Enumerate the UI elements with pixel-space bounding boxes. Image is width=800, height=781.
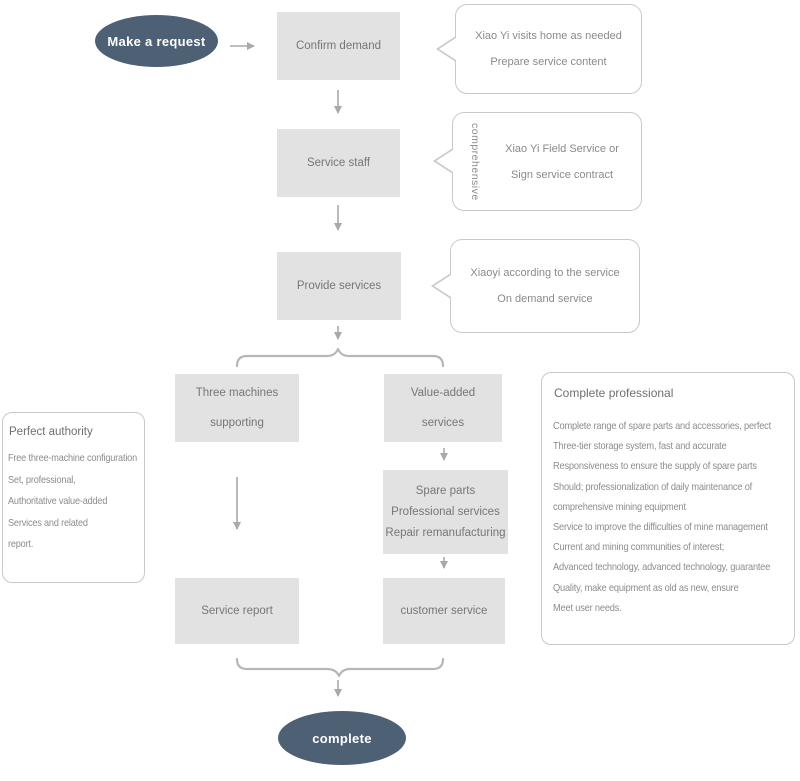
callout-provide-services: Xiaoyi according to the service On deman… bbox=[431, 239, 640, 333]
panel-line: Service to improve the difficulties of m… bbox=[553, 521, 768, 534]
panel-title: Complete professional bbox=[554, 386, 674, 400]
panel-line: Responsiveness to ensure the supply of s… bbox=[553, 460, 757, 473]
node-label: services bbox=[421, 417, 465, 429]
node-label: Service staff bbox=[306, 157, 371, 169]
node-label: customer service bbox=[400, 605, 488, 617]
split-brace bbox=[235, 347, 445, 368]
callout-line: Xiaoyi according to the service bbox=[470, 267, 620, 279]
node-customer-service: customer service bbox=[383, 578, 505, 644]
panel-line: Meet user needs. bbox=[553, 601, 622, 614]
node-label: Confirm demand bbox=[295, 40, 381, 52]
node-label: supporting bbox=[210, 417, 264, 429]
panel-line: Current and mining communities of intere… bbox=[553, 541, 725, 554]
node-service-report: Service report bbox=[175, 578, 299, 644]
vertical-side-label: comprehensive bbox=[469, 122, 481, 201]
panel-line: report. bbox=[8, 538, 34, 550]
node-service-staff: Service staff bbox=[277, 129, 400, 197]
callout-confirm-demand: Xiao Yi visits home as needed Prepare se… bbox=[436, 4, 642, 94]
callout-line: Xiao Yi visits home as needed bbox=[475, 30, 622, 42]
callout-tail-icon bbox=[436, 148, 456, 174]
node-label: Repair remanufacturing bbox=[385, 526, 506, 539]
callout-line: On demand service bbox=[497, 293, 593, 305]
callout-line: Xiao Yi Field Service or bbox=[505, 142, 619, 155]
node-spare-parts: Spare parts Professional services Repair… bbox=[383, 470, 508, 554]
start-terminal: Make a request bbox=[95, 15, 218, 67]
node-provide-services: Provide services bbox=[277, 252, 401, 320]
node-confirm-demand: Confirm demand bbox=[277, 12, 400, 80]
end-terminal: complete bbox=[278, 711, 406, 765]
start-terminal-label: Make a request bbox=[107, 33, 206, 49]
node-value-added-services: Value-added services bbox=[384, 374, 502, 442]
panel-line: Complete range of spare parts and access… bbox=[553, 420, 772, 432]
callout-tail-icon bbox=[439, 36, 459, 62]
panel-line: Free three-machine configuration bbox=[8, 452, 137, 464]
panel-perfect-authority: Perfect authority Free three-machine con… bbox=[2, 412, 145, 583]
node-label: Value-added bbox=[410, 387, 476, 399]
panel-line: Services and related bbox=[8, 516, 88, 529]
callout-line: Sign service contract bbox=[510, 168, 614, 181]
panel-title: Perfect authority bbox=[9, 426, 93, 438]
end-terminal-label: complete bbox=[312, 730, 372, 746]
node-three-machines: Three machines supporting bbox=[175, 374, 299, 442]
panel-line: Set, professional, bbox=[8, 473, 76, 486]
node-label: Professional services bbox=[391, 505, 500, 518]
panel-complete-professional: Complete professional Complete range of … bbox=[541, 372, 795, 645]
panel-line: Advanced technology, advanced technology… bbox=[553, 561, 771, 574]
panel-line: Three-tier storage system, fast and accu… bbox=[553, 440, 727, 453]
node-label: Service report bbox=[201, 605, 273, 617]
callout-line: Prepare service content bbox=[490, 56, 607, 68]
callout-service-staff: comprehensive Xiao Yi Field Service or S… bbox=[433, 112, 642, 211]
panel-line: Should; professionalization of daily mai… bbox=[553, 480, 753, 493]
panel-line: Authoritative value-added bbox=[8, 495, 108, 507]
node-label: Three machines bbox=[195, 387, 279, 399]
callout-tail-icon bbox=[434, 273, 454, 299]
panel-line: Quality, make equipment as old as new, e… bbox=[553, 581, 739, 594]
node-label: Provide services bbox=[296, 280, 382, 292]
panel-line: comprehensive mining equipment bbox=[553, 500, 686, 513]
merge-brace bbox=[235, 657, 445, 678]
node-label: Spare parts bbox=[415, 484, 476, 497]
